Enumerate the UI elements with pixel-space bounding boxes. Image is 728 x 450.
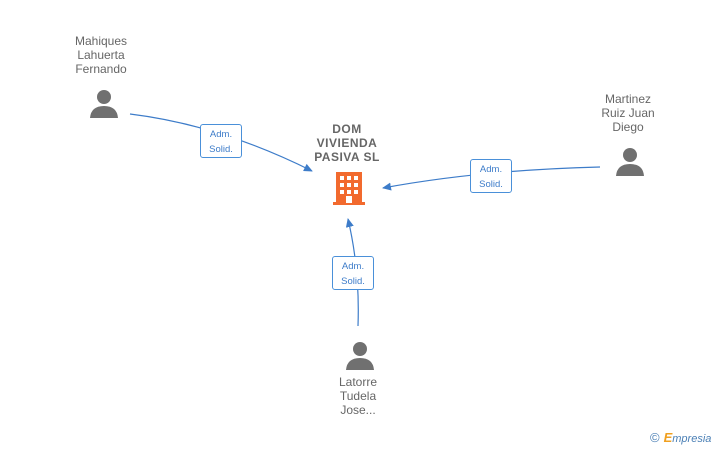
person-name-line: Diego bbox=[612, 120, 644, 134]
brand-logo-initial: E bbox=[663, 430, 673, 445]
role-label-line: Solid. bbox=[209, 144, 233, 155]
company-name-line: PASIVA SL bbox=[314, 150, 380, 164]
person-name-line: Jose... bbox=[340, 403, 376, 417]
person-icon[interactable] bbox=[345, 340, 375, 370]
person-icon[interactable] bbox=[615, 146, 645, 176]
company-name-line: DOM bbox=[332, 122, 362, 136]
person-name-martinez[interactable]: Martinez Ruiz Juan Diego bbox=[578, 92, 678, 134]
role-label-line: Adm. bbox=[341, 261, 365, 272]
person-name-line: Tudela bbox=[339, 389, 377, 403]
role-label-line: Solid. bbox=[479, 179, 503, 190]
company-name-line: VIVIENDA bbox=[316, 136, 378, 150]
person-name-line: Ruiz Juan bbox=[601, 106, 655, 120]
role-badge-latorre[interactable]: Adm. Solid. bbox=[332, 256, 374, 290]
company-name[interactable]: DOM VIVIENDA PASIVA SL bbox=[297, 122, 397, 164]
copyright-symbol: © bbox=[650, 430, 660, 445]
role-badge-mahiques[interactable]: Adm. Solid. bbox=[200, 124, 242, 158]
role-label-line: Solid. bbox=[341, 276, 365, 287]
person-name-line: Latorre bbox=[338, 375, 378, 389]
person-name-line: Lahuerta bbox=[77, 48, 125, 62]
role-label-line: Adm. bbox=[209, 129, 233, 140]
person-name-line: Martinez bbox=[604, 92, 651, 106]
role-label-line: Adm. bbox=[479, 164, 503, 175]
person-icon[interactable] bbox=[89, 88, 119, 118]
person-name-line: Fernando bbox=[75, 62, 127, 76]
building-icon[interactable] bbox=[333, 170, 365, 206]
role-badge-martinez[interactable]: Adm. Solid. bbox=[470, 159, 512, 193]
brand-footer: ©Empresia bbox=[650, 430, 711, 445]
person-name-mahiques[interactable]: Mahiques Lahuerta Fernando bbox=[51, 34, 151, 76]
person-name-line: Mahiques bbox=[74, 34, 128, 48]
person-name-latorre[interactable]: Latorre Tudela Jose... bbox=[308, 375, 408, 417]
brand-logo-text: mpresia bbox=[672, 433, 712, 445]
